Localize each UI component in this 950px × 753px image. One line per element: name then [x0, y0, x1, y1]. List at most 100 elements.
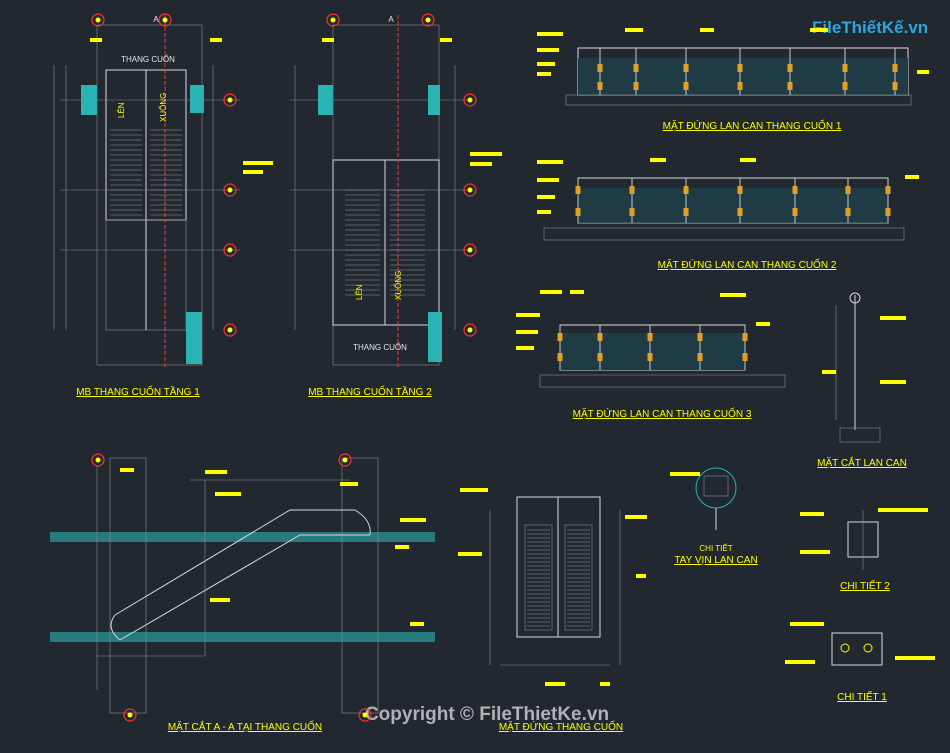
- plan-escalator-floor-2: THANG CUỐN A LÊN XUỐNG MB THANG CUỐN TẦN…: [290, 15, 470, 398]
- axis-bubble: [158, 13, 172, 27]
- glass-clamp: [629, 208, 635, 216]
- dimension-tag: [90, 38, 102, 42]
- glass-clamp: [842, 64, 848, 72]
- glass-clamp: [633, 82, 639, 90]
- axis-bubble: [223, 323, 237, 337]
- glass-clamp: [683, 82, 689, 90]
- dimension-tag: [470, 152, 502, 156]
- dimension-tag: [917, 70, 929, 74]
- glass-clamp: [697, 353, 703, 361]
- axis-bubble: [223, 93, 237, 107]
- glass-clamp: [885, 208, 891, 216]
- dimension-tag: [880, 316, 906, 320]
- glass-clamp: [737, 208, 743, 216]
- plan-escalator-floor-1: THANG CUỐN A LÊN XUỐNG MB THANG CUỐN TẦN…: [53, 15, 240, 398]
- glass-clamp: [792, 186, 798, 194]
- dimension-tag: [540, 290, 562, 294]
- axis-bubble-center: [95, 457, 101, 463]
- axis-bubble: [91, 13, 105, 27]
- dimension-tag: [600, 682, 610, 686]
- dimension-tag: [800, 550, 830, 554]
- axis-bubble: [338, 453, 352, 467]
- title-section-a-a: MẶT CẮT A - A TẠI THANG CUỐN: [168, 719, 322, 733]
- dimension-tag: [880, 380, 906, 384]
- glass-clamp: [597, 64, 603, 72]
- axis-bubble: [91, 453, 105, 467]
- plan-2-escalator-label: THANG CUỐN: [353, 342, 407, 352]
- dimension-tag: [516, 313, 540, 317]
- axis-bubble-center: [425, 17, 431, 23]
- glass-clamp: [892, 64, 898, 72]
- glass-clamp: [742, 333, 748, 341]
- title-detail-2: CHI TIẾT 2: [840, 579, 890, 592]
- title-elevation-1: MẶT ĐỨNG LAN CAN THANG CUỐN 1: [663, 118, 842, 132]
- dimension-tag: [537, 178, 559, 182]
- dimension-tag: [322, 38, 334, 42]
- axis-bubble: [421, 13, 435, 27]
- glass-clamp: [629, 186, 635, 194]
- dimension-tag: [410, 622, 424, 626]
- glass-clamp: [742, 353, 748, 361]
- railing-elevation-1: MẶT ĐỨNG LAN CAN THANG CUỐN 1: [565, 47, 912, 132]
- dimension-tag: [720, 293, 746, 297]
- dimension-tag: [395, 545, 409, 549]
- plan-1-up-label: LÊN: [117, 102, 126, 118]
- dimension-tag: [537, 32, 563, 36]
- dimension-tag: [537, 210, 551, 214]
- dimension-tag: [625, 515, 647, 519]
- dimension-tag: [810, 28, 828, 32]
- plan-2-up-label: LÊN: [355, 284, 364, 300]
- title-front-elevation: MẶT ĐỨNG THANG CUỐN: [499, 719, 623, 733]
- axis-bubble-center: [95, 17, 101, 23]
- axis-bubble: [223, 243, 237, 257]
- dimension-tag: [210, 38, 222, 42]
- dimension-tag: [460, 488, 488, 492]
- glass-clamp: [557, 353, 563, 361]
- plan-1-down-label: XUỐNG: [158, 93, 168, 122]
- handrail-title-line-2: TAY VỊN LAN CAN: [674, 555, 757, 566]
- dimension-tag: [120, 468, 134, 472]
- glass-clamp: [792, 208, 798, 216]
- axis-bubble: [358, 708, 372, 722]
- axis-bubble-center: [467, 327, 473, 333]
- copyright-watermark: Copyright © FileThietKe.vn: [365, 704, 609, 725]
- dimension-tag: [537, 48, 559, 52]
- dimension-tag: [537, 62, 555, 66]
- railing-section: MẶT CẮT LAN CAN: [817, 292, 907, 469]
- axis-bubble-center: [162, 17, 168, 23]
- glass-clamp: [557, 333, 563, 341]
- dimension-tag: [785, 660, 815, 664]
- glass-clamp: [683, 186, 689, 194]
- title-plan-1: MB THANG CUỐN TẦNG 1: [76, 384, 200, 398]
- annotation-decorations: [90, 13, 935, 722]
- plan-2-down-label: XUỐNG: [393, 271, 403, 300]
- glass-clamp: [597, 82, 603, 90]
- glass-clamp: [575, 208, 581, 216]
- title-elevation-3: MẶT ĐỨNG LAN CAN THANG CUỐN 3: [573, 406, 752, 420]
- dimension-tag: [516, 346, 534, 350]
- dimension-tag: [537, 72, 551, 76]
- dimension-tag: [243, 170, 263, 174]
- detail-1: CHI TIẾT 1: [831, 632, 887, 703]
- glass-clamp: [787, 82, 793, 90]
- glass-clamp: [842, 82, 848, 90]
- logo-text: FileThiếtKế.vn: [812, 18, 928, 37]
- section-a-a: MẶT CẮT A - A TẠI THANG CUỐN: [50, 457, 435, 733]
- glass-clamp: [845, 186, 851, 194]
- dimension-tag: [625, 28, 643, 32]
- dimension-tag: [537, 195, 555, 199]
- dimension-tag: [895, 656, 935, 660]
- axis-bubble: [326, 13, 340, 27]
- dimension-tag: [400, 518, 426, 522]
- dimension-tag: [878, 508, 928, 512]
- axis-bubble: [223, 183, 237, 197]
- dimension-tag: [822, 370, 836, 374]
- axis-bubble: [463, 93, 477, 107]
- dimension-tag: [440, 38, 452, 42]
- glass-clamp: [683, 208, 689, 216]
- dimension-tag: [756, 322, 770, 326]
- dimension-tag: [740, 158, 756, 162]
- dimension-tag: [545, 682, 565, 686]
